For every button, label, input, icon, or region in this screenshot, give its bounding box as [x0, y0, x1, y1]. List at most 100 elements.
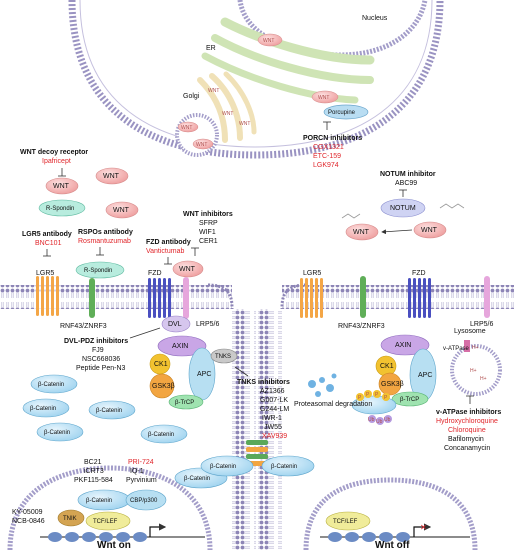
secretory-vesicle [175, 113, 219, 157]
notum-title: NOTUM inhibitor [380, 171, 436, 178]
svg-text:P: P [384, 395, 388, 401]
svg-text:APC: APC [418, 372, 432, 379]
porcn-title: PORCN inhibitors [303, 135, 362, 142]
svg-text:β-TrCP: β-TrCP [175, 400, 194, 406]
wnt-inh-1: SFRP [199, 220, 218, 227]
wnt-free-2 [95, 167, 129, 185]
svg-text:WNT: WNT [103, 173, 120, 180]
svg-text:GSK3β: GSK3β [381, 381, 404, 388]
cbp-inh-right-red: PRI-724 [128, 459, 154, 466]
rnf43-label-left: RNF43/ZNRF3 [60, 323, 107, 330]
decoy-drug: Ipafricept [42, 158, 71, 165]
svg-text:✕: ✕ [420, 523, 427, 532]
svg-text:Ub: Ub [376, 419, 383, 425]
bcat-4 [36, 422, 84, 442]
fzd-ab-drug: Vantictumab [146, 248, 184, 255]
lrp-label-right: LRP5/6 [470, 321, 493, 328]
svg-text:AXIN: AXIN [172, 343, 188, 350]
svg-text:WNT: WNT [318, 95, 329, 101]
dvl-pdz-title: DVL-PDZ inhibitors [64, 338, 128, 345]
destruction-complex-off [351, 334, 437, 425]
svg-text:R-Spondin: R-Spondin [84, 268, 112, 274]
porcn-drug-1: CGX1321 [313, 144, 344, 151]
rnf43-right [360, 276, 366, 318]
nucleus-label: Nucleus [362, 15, 388, 22]
cbp-inh-left-1: BC21 [84, 459, 102, 466]
svg-text:AXIN: AXIN [395, 342, 411, 349]
svg-text:TCF/LEF: TCF/LEF [333, 519, 358, 525]
svg-text:CK1: CK1 [154, 361, 168, 368]
svg-text:β-Catenin: β-Catenin [86, 498, 112, 504]
cbp-inh-right-2: Pyrvinium [126, 477, 157, 484]
wnt-inh-title: WNT inhibitors [183, 211, 233, 218]
tnks-inh-4: IWR-1 [262, 415, 282, 422]
lgr5-label-left: LGR5 [36, 270, 54, 277]
dna-off: ✕ [320, 523, 470, 542]
svg-text:β-Catenin: β-Catenin [96, 408, 122, 414]
decoy-title: WNT decoy receptor [20, 149, 88, 156]
tnks-inh-6: XAV939 [262, 433, 287, 440]
svg-text:WNT: WNT [353, 229, 370, 236]
wnt-free-3 [105, 201, 139, 219]
state-off: Wnt off [375, 540, 410, 550]
rspo-ab-title: RSPOs antibody [78, 229, 133, 236]
svg-text:β-Catenin: β-Catenin [271, 464, 297, 470]
svg-text:CK1: CK1 [380, 363, 394, 370]
svg-text:CBP/p300: CBP/p300 [130, 498, 158, 504]
cbp-inh-left-3: PKF115-584 [74, 477, 113, 484]
proteasome-fragments [308, 373, 337, 397]
tnik-inh-2: NCB-0846 [12, 518, 45, 525]
destruction-complex-on [149, 335, 216, 410]
svg-text:P: P [358, 395, 362, 401]
bcat-mid-right [261, 455, 315, 477]
svg-text:WNT: WNT [53, 183, 70, 190]
tnks-inh-title: TNKS inhibitors [237, 379, 290, 386]
wnt-er-1 [257, 33, 283, 47]
bcat-2 [22, 398, 70, 418]
svg-text:P: P [375, 392, 379, 398]
fzd-receptor-right [408, 278, 431, 318]
svg-text:β-Catenin: β-Catenin [184, 476, 210, 482]
svg-text:P: P [366, 392, 370, 398]
tcf-lef-off [325, 511, 371, 531]
rspondin-bound [75, 261, 125, 279]
lrp-left [183, 277, 189, 319]
top-cell-membrane [68, 0, 444, 159]
svg-text:β-Catenin: β-Catenin [44, 430, 70, 436]
porcn-drug-3: LGK974 [313, 162, 339, 169]
svg-text:WNT: WNT [222, 111, 233, 117]
svg-text:β-Catenin: β-Catenin [210, 464, 236, 470]
tnks [210, 348, 238, 364]
svg-text:WNT: WNT [196, 142, 207, 148]
lgr5-receptor-left [36, 276, 59, 316]
wnt-inh-2: WIF1 [199, 229, 216, 236]
rspondin-free [38, 199, 86, 217]
svg-text:Ub: Ub [384, 417, 391, 423]
membrane-vertical-left [232, 309, 256, 550]
nucleus-off [303, 477, 478, 550]
vatpase-inh-title: v-ATPase inhibitors [436, 409, 501, 416]
state-on: Wnt on [97, 540, 131, 550]
dvl [161, 315, 191, 333]
wnt-er-2 [311, 90, 339, 104]
tnik [57, 509, 85, 527]
tnks-inh-1: AZ1366 [260, 388, 285, 395]
svg-text:β-Catenin: β-Catenin [38, 382, 64, 388]
membrane-left [0, 285, 232, 309]
vatpase-label: v-ATPase [443, 346, 470, 352]
tnks-inh-3: G244-LM [260, 406, 289, 413]
fzd-receptor-left [148, 278, 171, 318]
wnt-notum-1 [345, 223, 379, 241]
cbp-inh-right-1: IQ-1 [130, 468, 144, 475]
fzd-label-right: FZD [412, 270, 426, 277]
vatpase-inh-1: Bafilomycin [448, 436, 484, 443]
proteasome-label: Proteasomal degradation [294, 401, 372, 408]
vatpase-inh-2: Concanamycin [444, 445, 490, 452]
svg-text:H+: H+ [470, 368, 477, 374]
lgr5-ab-drug: BNC101 [35, 240, 62, 247]
lysosome-label: Lysosome [454, 328, 486, 335]
svg-text:WNT: WNT [421, 227, 438, 234]
lrp-right [484, 276, 490, 318]
wnt-bound [172, 260, 204, 278]
fzd-ab-title: FZD antibody [146, 239, 191, 246]
